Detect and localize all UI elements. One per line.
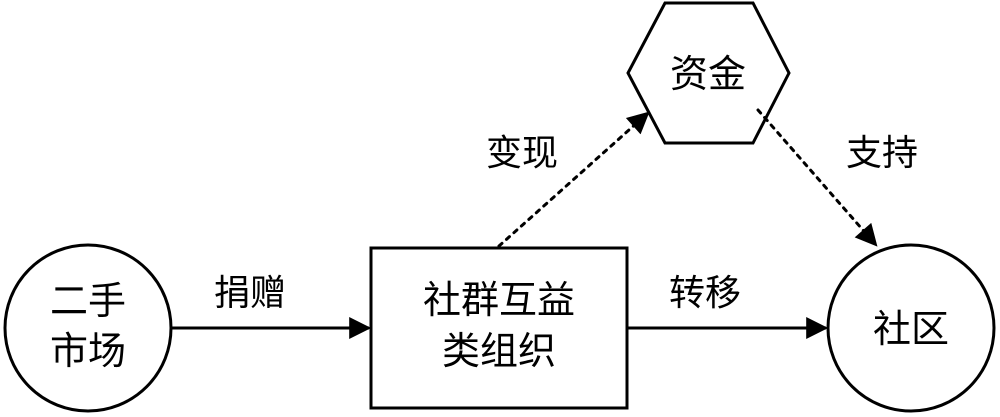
node-funds: 资金 (626, 1, 791, 145)
edge-donate: 捐赠 (172, 273, 372, 339)
node-community-org: 社群互益 类组织 (369, 246, 629, 410)
edge-support-label: 支持 (846, 133, 918, 174)
node-funds-shape (626, 1, 791, 145)
edge-monetize: 变现 (486, 111, 650, 248)
node-secondhand-market: 二手 市场 (3, 243, 173, 413)
edge-transfer-label: 转移 (669, 273, 741, 314)
node-community-label: 社区 (873, 307, 949, 351)
node-community: 社区 (826, 243, 996, 413)
node-funds-label: 资金 (670, 52, 746, 96)
node-secondhand-market-shape (3, 243, 173, 413)
node-secondhand-market-label-line1: 二手 (50, 279, 126, 323)
edge-monetize-label: 变现 (486, 133, 558, 174)
edge-support-line (756, 108, 878, 247)
edge-transfer: 转移 (628, 273, 829, 339)
node-community-org-label-line2: 类组织 (442, 329, 556, 373)
edge-donate-label: 捐赠 (214, 273, 286, 314)
node-secondhand-market-label-line2: 市场 (50, 329, 126, 373)
edge-support: 支持 (756, 108, 918, 247)
node-community-org-label-line1: 社群互益 (423, 278, 575, 322)
node-community-org-shape (369, 246, 629, 410)
edge-monetize-line (497, 111, 650, 248)
